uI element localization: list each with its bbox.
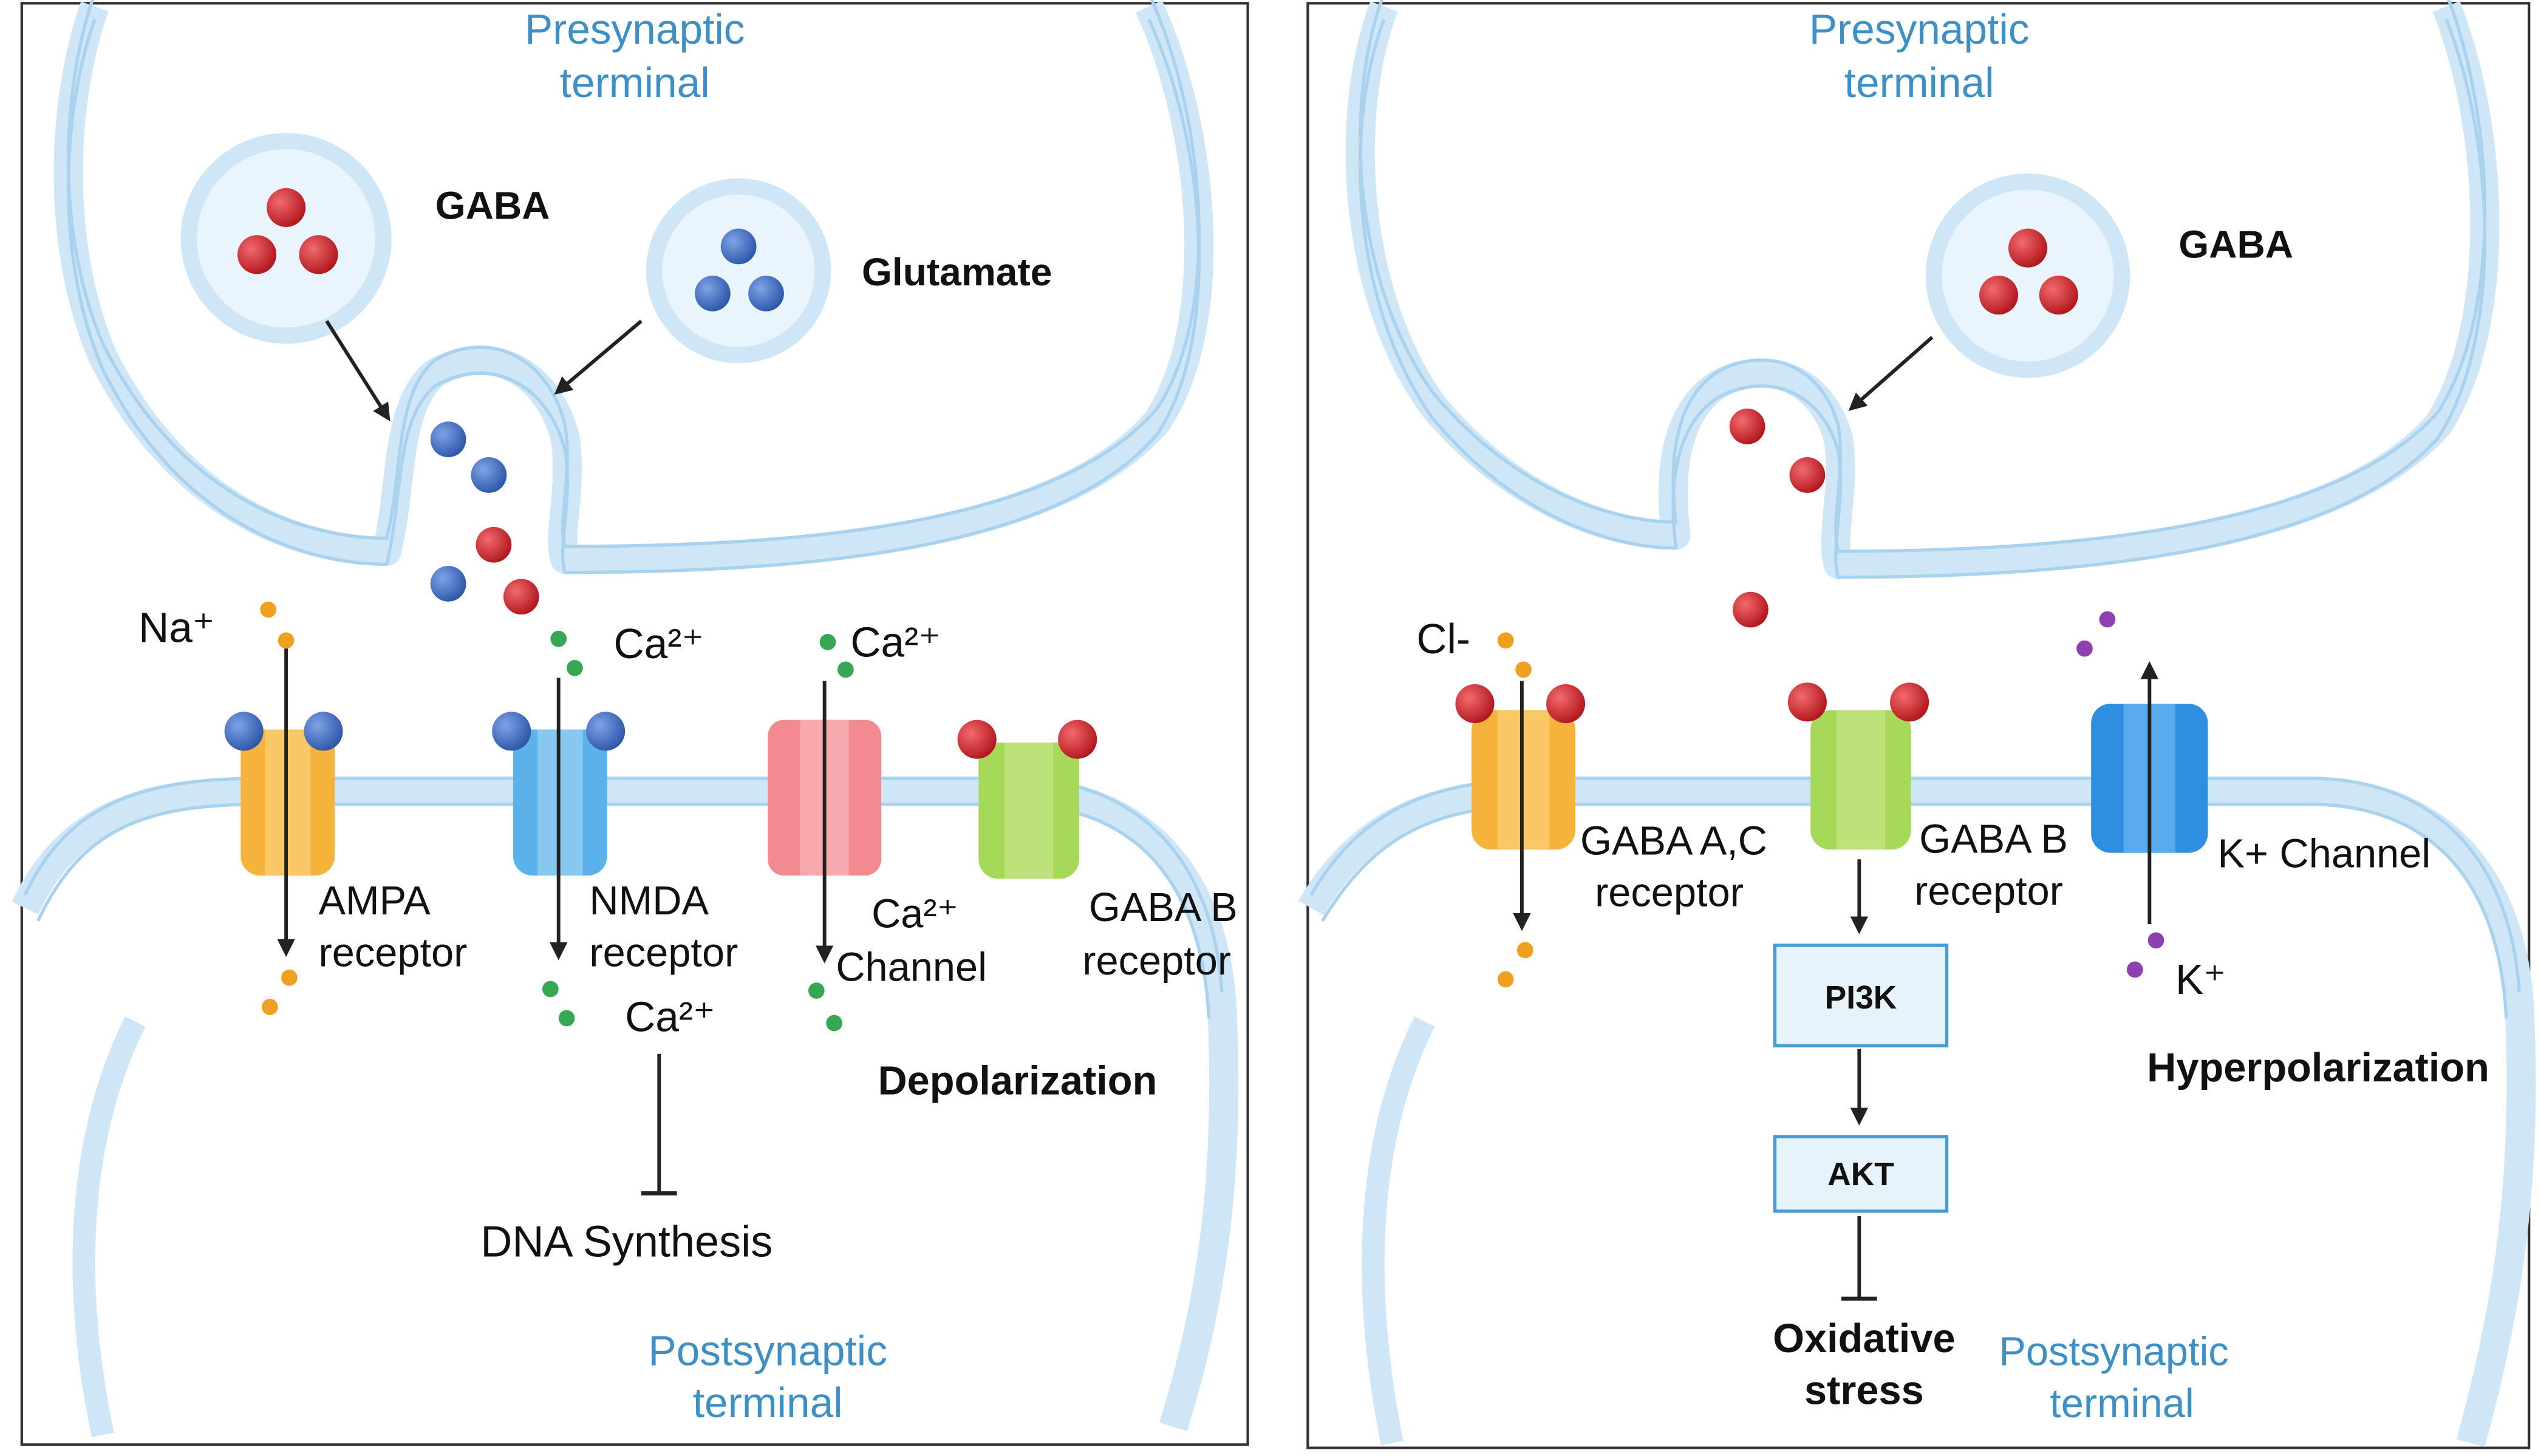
postsynaptic-membrane [12,777,1239,1432]
ca-ion-label-channel: Ca²⁺ [850,619,940,666]
ca-ions-nmda-top [550,630,583,676]
ampa-receptor [224,712,343,876]
ca-channel-label-2: Channel [836,945,987,990]
pi3k-label: PI3K [1825,980,1897,1016]
postsynaptic-label-right-1: Postsynaptic [1999,1329,2228,1374]
ca-ions-channel-top [819,634,854,678]
glutamate-vesicle-label: Glutamate [862,250,1052,294]
ca-ions-channel-bottom [808,982,843,1032]
akt-box [1773,1135,1949,1213]
gaba-ac-label-2: receptor [1595,871,1744,916]
dna-synthesis-label: DNA Synthesis [480,1218,773,1267]
postsynaptic-membrane-right [1298,777,2536,1447]
nmda-label-2: receptor [589,931,738,976]
na-ions-top [260,601,295,649]
ca-ions-nmda-bottom [542,981,575,1027]
presynaptic-membrane-right [1345,1,2500,579]
gaba-ac-receptor [1455,684,1586,850]
released-neurotransmitters [430,421,539,615]
k-ion-label: K⁺ [2175,956,2226,1003]
ca-ion-label-nmda-bottom: Ca²⁺ [625,993,715,1040]
glutamate-vesicle [646,178,831,364]
presynaptic-membrane [53,0,1214,574]
postsynaptic-label-1: Postsynaptic [648,1327,887,1374]
gaba-b-label-left-1: GABA B [1089,885,1238,930]
k-channel-label: K+ Channel [2218,832,2431,877]
ampa-label-2: receptor [318,931,467,976]
presynaptic-label-right-2: terminal [1844,59,1994,106]
release-arrow-gaba [325,320,391,421]
presynaptic-label-1: Presynaptic [525,5,745,53]
hyperpolarization-label: Hyperpolarization [2147,1046,2489,1090]
panel-left-frame [20,2,1249,1446]
gaba-ac-label-1: GABA A,C [1580,818,1767,863]
gaba-b-receptor-right [1787,682,1929,850]
gaba-b-label-right-1: GABA B [1919,817,2068,862]
ampa-label-1: AMPA [318,879,431,924]
release-arrow-gaba-right [1848,336,1934,411]
postsynaptic-label-2: terminal [693,1379,843,1426]
panel-right: Presynaptic terminal GABA Cl- [1298,0,2536,1449]
release-arrow-glutamate [554,319,643,395]
cl-ions-top [1497,632,1532,678]
presynaptic-label-2: terminal [560,59,710,106]
released-gaba-right [1729,408,1826,628]
panel-right-frame [1306,2,2531,1449]
cl-ion-label: Cl- [1416,615,1470,662]
gaba-vesicle [180,132,392,344]
panel-left: Presynaptic terminal GABA Glutamate [12,0,1249,1446]
k-ions-bottom [2126,932,2164,978]
gaba-vesicle-label: GABA [435,184,550,228]
akt-label: AKT [1827,1157,1894,1192]
oxidative-stress-label-2: stress [1804,1369,1924,1413]
na-ion-label: Na⁺ [138,604,214,651]
presynaptic-label-right-1: Presynaptic [1809,5,2030,53]
gaba-b-label-left-2: receptor [1082,939,1231,984]
ca-ion-label-nmda: Ca²⁺ [613,620,703,667]
gaba-b-label-right-2: receptor [1914,869,2063,914]
gaba-vesicle-right [1925,173,2130,378]
depolarization-label: Depolarization [878,1059,1157,1104]
postsynaptic-label-right-2: terminal [2050,1381,2194,1426]
gaba-b-receptor-left [957,719,1097,879]
oxidative-stress-label-1: Oxidative [1773,1316,1956,1361]
pi3k-box [1773,944,1949,1048]
cl-ions-bottom [1497,942,1533,988]
ca-channel-label-1: Ca²⁺ [871,891,958,936]
nmda-label-1: NMDA [589,879,709,924]
gaba-vesicle-right-label: GABA [2178,223,2293,267]
k-ions-top [2076,611,2116,657]
na-ions-bottom [262,969,298,1015]
